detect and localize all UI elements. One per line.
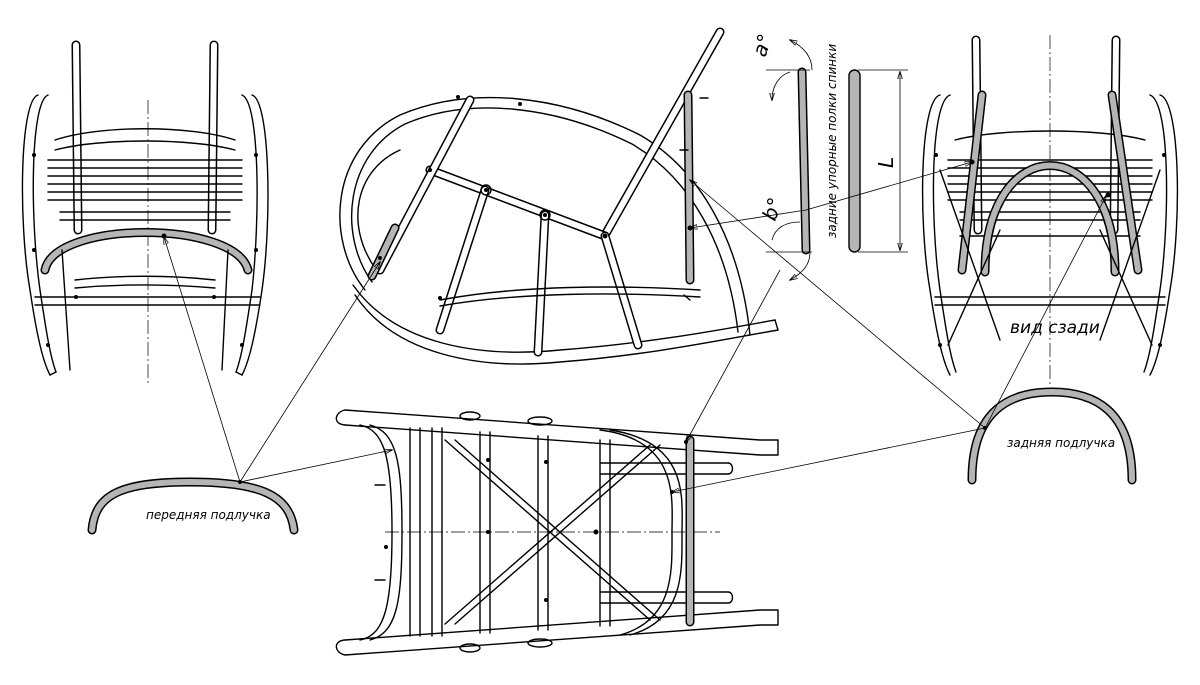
front-view-lower-rails bbox=[34, 249, 261, 371]
slat-rod bbox=[848, 69, 861, 253]
top-view bbox=[335, 409, 779, 656]
side-view bbox=[339, 27, 779, 365]
rear-view: вид сзади bbox=[921, 35, 1179, 385]
rear-view-label: вид сзади bbox=[1010, 318, 1100, 338]
front-view-front-bow bbox=[40, 228, 253, 275]
front-view-back-posts bbox=[71, 40, 219, 235]
side-view-joints bbox=[378, 95, 693, 300]
top-view-slats bbox=[409, 427, 611, 637]
side-view-frame bbox=[339, 96, 751, 336]
length-symbol: L bbox=[874, 157, 898, 168]
front-bow-detail: передняя подлучка bbox=[87, 477, 299, 535]
rear-bow-detail: задняя подлучка bbox=[967, 387, 1137, 485]
front-view-runners bbox=[21, 94, 269, 376]
back-slat-detail: a° b° задние упорные полки спинки L bbox=[747, 31, 908, 280]
side-view-runner bbox=[354, 294, 779, 365]
rear-view-runners bbox=[921, 94, 1179, 376]
leader-lines bbox=[164, 162, 1106, 492]
front-view-slats bbox=[47, 128, 243, 221]
back-slats-label: задние упорные полки спинки bbox=[825, 44, 839, 238]
front-view bbox=[21, 40, 269, 385]
top-view-braces bbox=[444, 439, 661, 625]
front-bow-label: передняя подлучка bbox=[146, 508, 271, 522]
rear-bow-label: задняя подлучка bbox=[1007, 436, 1115, 450]
angle-b-label: b° bbox=[757, 194, 787, 224]
angle-a-label: a° bbox=[747, 31, 777, 60]
